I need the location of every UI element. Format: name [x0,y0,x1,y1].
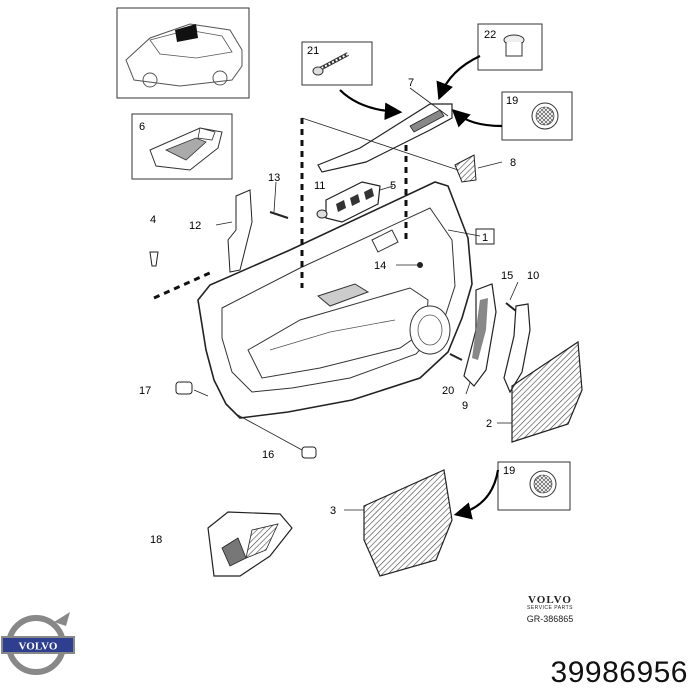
part-9-pillar-trim [463,283,497,387]
callout-11: 11 [314,180,325,192]
callout-22: 22 [484,29,496,41]
callout-5: 5 [390,180,396,192]
callout-1: 1 [482,232,488,244]
logo-text: VOLVO [19,641,58,653]
part-number: 39986956 [550,656,688,689]
part-3-insulation-pad [363,469,453,577]
part-12-bracket [227,189,253,273]
part-15-screw [505,302,517,312]
part-8-mirror-trim [454,154,477,183]
part-11-screw [316,209,328,219]
dashed-guides [153,118,408,300]
connector-arrows [339,55,503,520]
callout-12: 12 [189,220,201,232]
callout-8: 8 [510,157,516,169]
callout-3: 3 [330,505,336,517]
volvo-logo-icon: VOLVO [1,612,75,675]
callout-16: 16 [262,449,274,461]
callout-9: 9 [462,400,468,412]
part-5-window-switch-panel [325,181,381,223]
part-20-screw [449,353,463,361]
part-21-screw [301,41,373,86]
part-13-screw [269,211,289,219]
callout-14: 14 [374,260,386,272]
callout-6: 6 [139,121,145,133]
callout-13: 13 [268,172,280,184]
stamp-brand: VOLVO [528,594,572,606]
callout-10: 10 [527,270,539,282]
part-19-speaker-cover-lower [497,461,571,511]
part-22-clip [477,23,543,71]
callout-21: 21 [307,45,319,57]
callout-19-upper: 19 [506,95,518,107]
part-6-armrest-insert [131,113,233,180]
callout-18: 18 [150,534,162,546]
callout-19-lower: 19 [503,465,515,477]
callout-2: 2 [486,418,492,430]
part-16-clip [301,446,317,459]
callout-labels: 1 2 3 4 5 6 7 8 9 10 11 12 13 14 15 16 1… [139,29,539,546]
car-location-thumbnail [116,7,250,99]
callout-7: 7 [408,77,414,89]
callout-20: 20 [442,385,454,397]
callout-15: 15 [501,270,513,282]
part-2-insulation-pad [511,340,583,443]
part-1-door-trim-panel [197,181,473,419]
callout-4: 4 [150,214,156,226]
part-19-speaker-cover-upper [501,91,573,141]
part-10-pillar-cover [503,303,531,394]
part-18-speaker-housing [207,511,293,577]
stamp-subtitle: SERVICE PARTS [527,605,573,611]
drawing-reference: GR-386865 [526,614,574,624]
part-17-clip [175,381,193,395]
service-parts-stamp: VOLVO SERVICE PARTS GR-386865 [510,594,590,624]
part-7-upper-trim-strip [317,103,453,173]
part-4-clip [149,251,159,267]
callout-17: 17 [139,385,151,397]
